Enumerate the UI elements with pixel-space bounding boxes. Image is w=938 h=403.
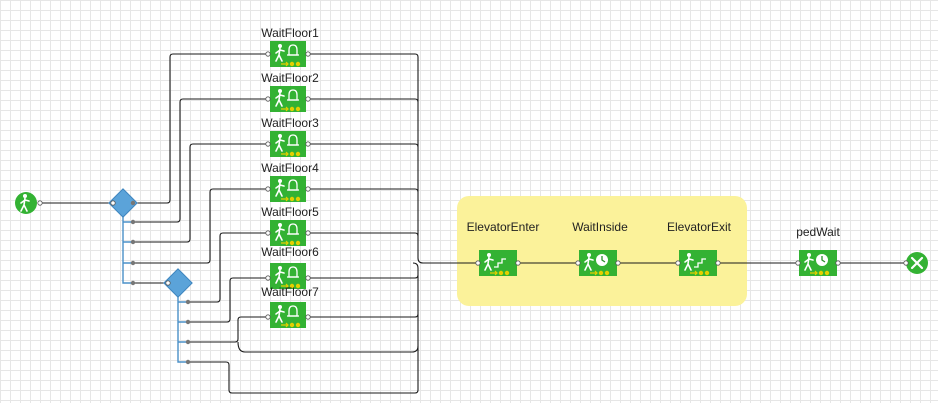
link-waitfloor3-out [309,143,419,148]
elevatorenter-label: ElevatorEnter [467,220,540,234]
link-waitfloor2-out [309,98,419,103]
elevatorexit-label: ElevatorExit [667,220,732,234]
block-waitfloor3[interactable]: WaitFloor3 [261,116,319,157]
pedwait-label: pedWait [796,225,840,239]
link-to-waitfloor3 [133,143,267,243]
block-waitfloor5[interactable]: WaitFloor5 [261,205,319,246]
waitfloor2-label: WaitFloor2 [261,71,319,85]
waitinside-label: WaitInside [572,220,628,234]
link-waitfloor5-out [309,232,419,237]
pedestrian-wait-icon [270,86,306,112]
link-to-waitfloor6 [188,277,267,323]
link-select2-out4 [188,268,419,394]
waitfloor1-label: WaitFloor1 [261,26,319,40]
link-to-waitfloor5 [188,232,267,303]
link-to-waitfloor4 [133,188,267,264]
waitfloor7-label: WaitFloor7 [261,285,319,299]
waitfloor4-label: WaitFloor4 [261,161,319,175]
pedestrian-wait-icon [270,263,306,289]
block-waitfloor1[interactable]: WaitFloor1 [261,26,319,67]
select-output-2[interactable] [163,268,193,365]
select-output-1[interactable] [108,188,138,286]
link-waitfloor7-out [309,313,419,318]
waitfloor5-label: WaitFloor5 [261,205,319,219]
link-merge-junction [412,262,419,269]
link-to-waitfloor7 [188,316,267,343]
block-pedwait[interactable]: pedWait [795,225,841,276]
connectors [41,53,906,394]
pedestrian-wait-icon [270,41,306,67]
link-select2-out3-bypass [237,341,419,353]
waitfloor6-label: WaitFloor6 [261,245,319,259]
link-waitfloor1-out [309,53,419,258]
pedestrian-wait-icon [270,176,306,202]
link-merge-elevatorenter [417,257,476,264]
block-elevatorexit[interactable]: ElevatorExit [667,220,732,276]
block-waitfloor2[interactable]: WaitFloor2 [261,71,319,112]
link-waitfloor6-out [309,274,419,279]
link-to-waitfloor1 [133,53,267,204]
block-elevatorenter[interactable]: ElevatorEnter [467,220,540,276]
pedestrian-wait-icon [270,131,306,157]
block-waitfloor4[interactable]: WaitFloor4 [261,161,319,202]
block-waitfloor6[interactable]: WaitFloor6 [261,245,319,289]
pedestrian-source-icon [15,192,37,214]
link-waitfloor4-out [309,188,419,193]
ped-source[interactable] [15,192,43,214]
waitfloor3-label: WaitFloor3 [261,116,319,130]
pedestrian-wait-icon [270,220,306,246]
block-waitinside[interactable]: WaitInside [572,220,628,276]
block-waitfloor7[interactable]: WaitFloor7 [261,285,319,328]
ped-sink[interactable] [903,252,928,274]
pedestrian-wait-icon [270,302,306,328]
link-to-waitfloor2 [133,98,267,223]
